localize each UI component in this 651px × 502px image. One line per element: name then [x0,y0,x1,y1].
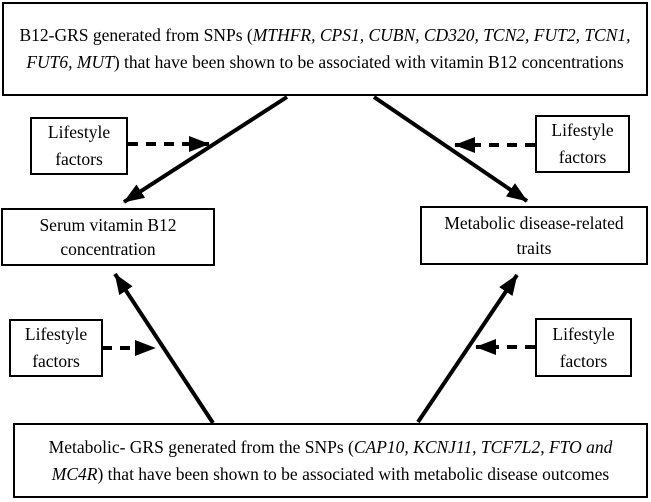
serum-vitamin-b12-text: Serum vitamin B12 concentration [39,213,176,262]
lifestyle-factors-box-bottom-right: Lifestyle factors [535,318,632,377]
lifestyle-factors-label: Lifestyle factors [551,120,614,167]
b12-grs-text-prefix: B12-GRS generated from SNPs ( [19,25,253,46]
lifestyle-factors-box-top-right: Lifestyle factors [535,115,630,173]
b12-grs-text-suffix: ) that have been shown to be associated … [113,52,624,72]
serum-vitamin-b12-box: Serum vitamin B12 concentration [1,208,215,266]
lifestyle-factors-box-top-left: Lifestyle factors [30,117,128,175]
arrow-metabolicgrs-to-metabolic-traits [416,273,519,424]
lifestyle-factors-label: Lifestyle factors [24,324,88,371]
traits-line-2: traits [516,237,552,258]
metabolic-traits-box: Metabolic disease-related traits [420,206,648,265]
arrow-b12grs-to-serum-b12 [122,95,289,204]
serum-line-2: concentration [60,239,156,259]
lifestyle-factors-box-bottom-left: Lifestyle factors [9,319,103,377]
b12-grs-box: B12-GRS generated from SNPs (MTHFR, CPS1… [2,2,648,96]
metabolic-grs-box: Metabolic- GRS generated from the SNPs (… [13,423,648,498]
metabolic-grs-text-prefix: Metabolic- GRS generated from the SNPs ( [48,436,354,457]
serum-line-1: Serum vitamin B12 [39,214,177,235]
b12-grs-text: B12-GRS generated from SNPs (MTHFR, CPS1… [4,22,646,75]
lifestyle-factors-label: Lifestyle factors [552,323,615,371]
metabolic-grs-text: Metabolic- GRS generated from the SNPs (… [15,434,646,487]
traits-line-1: Metabolic disease-related [444,213,624,233]
arrow-b12grs-to-metabolic-traits [372,95,529,203]
metabolic-gene-list: CAP10, KCNJ11, TCF7L2, FTO and MC4R [51,436,613,484]
b12-gene-list: MTHFR, CPS1, CUBN, CD320, TCN2, FUT2, TC… [26,25,631,72]
arrow-metabolicgrs-to-serum-b12 [113,272,215,425]
lifestyle-factors-label: Lifestyle factors [47,122,111,169]
metabolic-traits-text: Metabolic disease-related traits [444,211,623,260]
metabolic-grs-text-suffix: ) that have been shown to be associated … [97,463,610,484]
